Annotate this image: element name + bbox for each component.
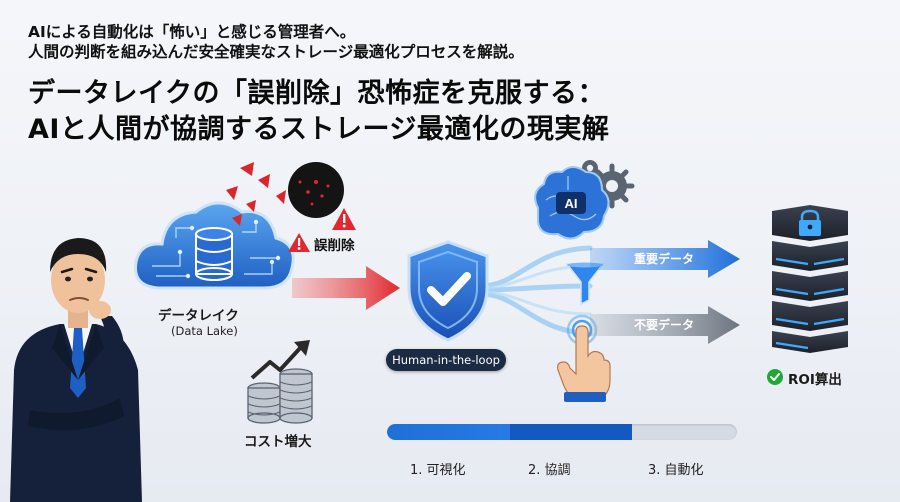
unneeded-data-label: 不要データ bbox=[634, 318, 695, 332]
data-lake-sublabel: (Data Lake) bbox=[171, 324, 238, 338]
progress-stage-2 bbox=[509, 424, 632, 440]
data-lake-label: データレイク bbox=[158, 308, 239, 324]
step-3-label: 3. 自動化 bbox=[648, 463, 704, 478]
cost-increase-icon bbox=[247, 340, 313, 424]
page-title: データレイクの「誤削除」恐怖症を克服する： AIと人間が協調するストレージ最適化… bbox=[28, 76, 609, 148]
title-line-2: AIと人間が協調するストレージ最適化の現実解 bbox=[28, 114, 610, 145]
cloud-data-lake-icon bbox=[133, 201, 295, 290]
secure-server-icon bbox=[772, 205, 848, 353]
check-circle-icon bbox=[767, 369, 783, 385]
roi-label: ROI算出 bbox=[788, 372, 842, 388]
important-data-arrow bbox=[590, 240, 740, 278]
data-shatter-icon bbox=[226, 162, 356, 230]
shield-check-icon bbox=[407, 240, 489, 342]
unneeded-data-arrow bbox=[590, 306, 740, 344]
red-arrow bbox=[292, 266, 400, 310]
subtitle: AIによる自動化は「怖い」と感じる管理者へ。 人間の判断を組み込んだ安全確実なス… bbox=[28, 22, 524, 62]
subtitle-line-1: AIによる自動化は「怖い」と感じる管理者へ。 bbox=[28, 23, 356, 41]
step-2-label: 2. 協調 bbox=[528, 463, 571, 478]
cost-increase-label: コスト増大 bbox=[244, 434, 312, 450]
important-data-label: 重要データ bbox=[634, 252, 695, 266]
warning-icon bbox=[288, 233, 310, 252]
process-progress-bar bbox=[387, 424, 737, 440]
title-line-1: データレイクの「誤削除」恐怖症を克服する： bbox=[28, 78, 605, 109]
worried-manager-illustration bbox=[10, 238, 142, 502]
human-in-the-loop-badge: Human-in-the-loop bbox=[386, 349, 506, 371]
ai-badge-text: AI bbox=[565, 196, 578, 211]
ai-brain-icon: AI bbox=[534, 160, 635, 240]
deletion-label: 誤削除 bbox=[314, 238, 355, 254]
step-1-label: 1. 可視化 bbox=[410, 463, 466, 478]
subtitle-line-2: 人間の判断を組み込んだ安全確実なストレージ最適化プロセスを解説。 bbox=[28, 43, 524, 61]
